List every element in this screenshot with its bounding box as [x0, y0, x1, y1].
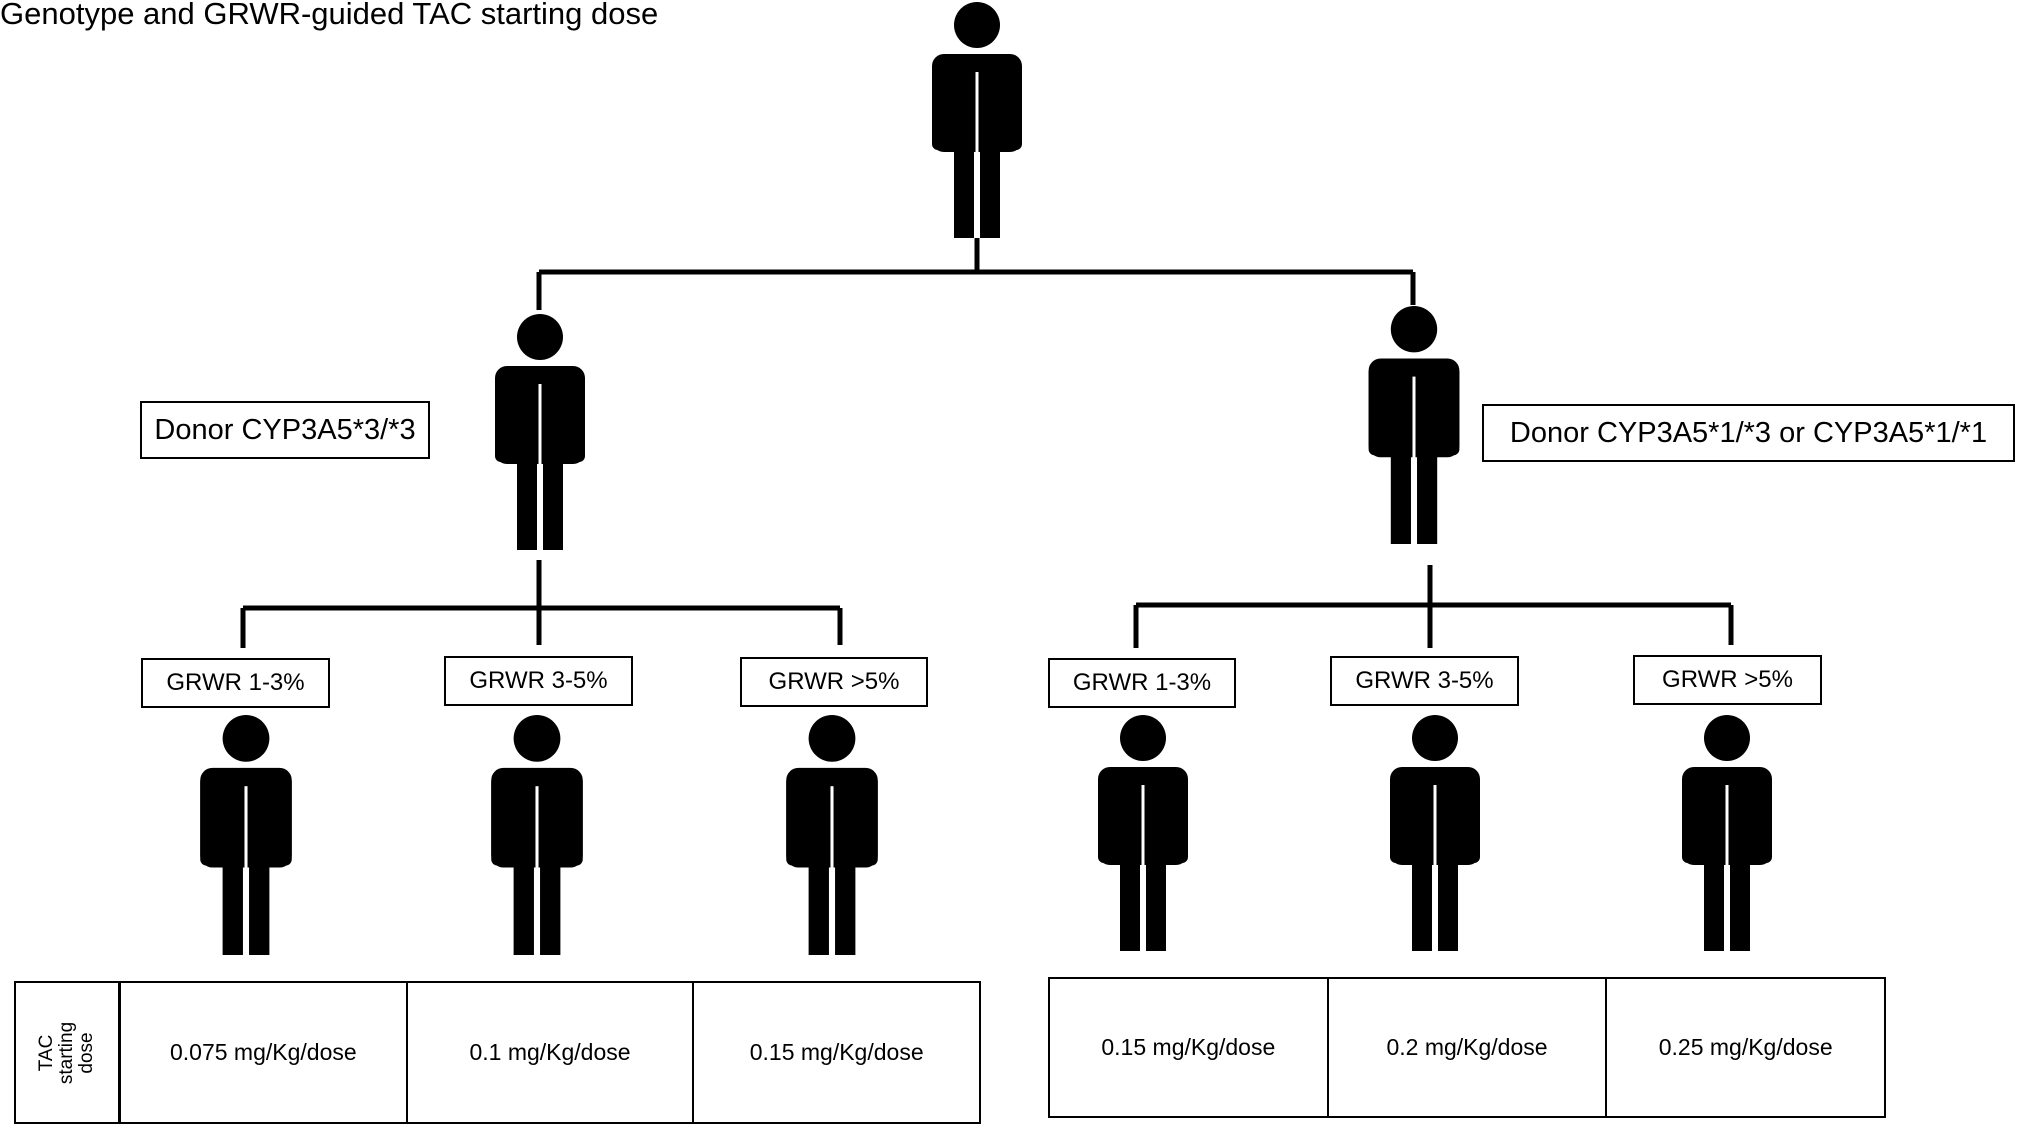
dose-cell: 0.25 mg/Kg/dose [1605, 979, 1884, 1116]
grwr-label-right-1: GRWR 1-3% [1048, 658, 1236, 708]
person-icon [491, 715, 583, 955]
dose-cell: 0.2 mg/Kg/dose [1326, 979, 1606, 1116]
donor-label-cyp3a5-1: Donor CYP3A5*1/*3 or CYP3A5*1/*1 [1482, 404, 2015, 462]
grwr-label-right-3: GRWR >5% [1633, 655, 1822, 705]
diagram-title: Genotype and GRWR-guided TAC starting do… [0, 0, 659, 31]
dose-cell: 0.15 mg/Kg/dose [1101, 1034, 1276, 1060]
person-icon [495, 314, 585, 550]
dose-cell: 0.075 mg/Kg/dose [169, 1039, 357, 1065]
donor-label-cyp3a5-3-3: Donor CYP3A5*3/*3 [140, 401, 430, 459]
person-icon [1098, 715, 1188, 951]
person-icon [200, 715, 292, 955]
person-icon [932, 2, 1022, 238]
grwr-label-left-1: GRWR 1-3% [141, 658, 330, 708]
tree-lines [240, 238, 1734, 648]
person-icon [786, 715, 878, 955]
person-figures [200, 2, 1772, 955]
grwr-label-left-3: GRWR >5% [740, 657, 928, 707]
person-icon [1368, 306, 1460, 544]
person-icon [1682, 715, 1772, 951]
tac-starting-dose-row-label: TAC starting dose [14, 981, 120, 1124]
dose-table-left: 0.075 mg/Kg/dose 0.1 mg/Kg/dose 0.15 mg/… [119, 981, 981, 1124]
grwr-label-right-2: GRWR 3-5% [1330, 656, 1519, 706]
dose-cell: 0.15 mg/Kg/dose [692, 983, 979, 1122]
row-label-text: TAC starting dose [36, 1021, 97, 1084]
dose-table-right: 0.15 mg/Kg/dose 0.2 mg/Kg/dose 0.25 mg/K… [1048, 977, 1886, 1118]
dose-cell: 0.1 mg/Kg/dose [405, 983, 693, 1122]
grwr-label-left-2: GRWR 3-5% [444, 656, 633, 706]
person-icon [1390, 715, 1480, 951]
